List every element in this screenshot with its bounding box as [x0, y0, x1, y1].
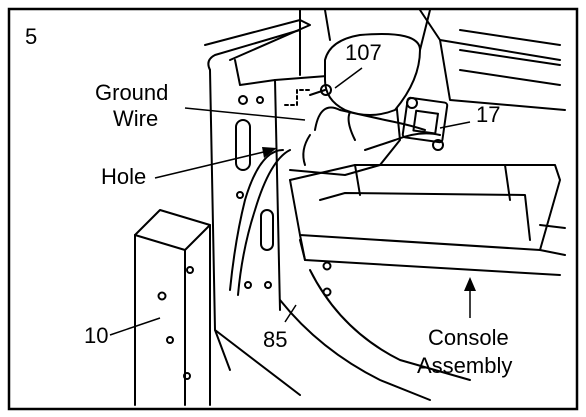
- line-art: [134, 9, 566, 406]
- diagram-frame: [7, 7, 579, 411]
- callout-console-line1: Console: [428, 325, 509, 350]
- callout-85: 85: [263, 327, 287, 352]
- arrowheads: [262, 147, 476, 291]
- leader-17: [439, 121, 471, 129]
- leader-85: [284, 304, 297, 323]
- callout-console-line2: Assembly: [417, 353, 512, 378]
- callout-17: 17: [476, 102, 500, 127]
- leader-107: [334, 67, 363, 89]
- callout-hole: Hole: [101, 164, 146, 189]
- step-number: 5: [25, 24, 37, 49]
- callout-ground-wire-line2: Wire: [113, 106, 158, 131]
- leader-10: [109, 317, 161, 336]
- hole-arrowhead: [262, 147, 277, 158]
- callout-10: 10: [84, 323, 108, 348]
- callout-ground-wire-line1: Ground: [95, 80, 168, 105]
- callout-107: 107: [345, 40, 382, 65]
- console-arrowhead: [464, 277, 476, 291]
- leader-hole: [154, 149, 273, 179]
- leader-ground-wire: [184, 107, 306, 121]
